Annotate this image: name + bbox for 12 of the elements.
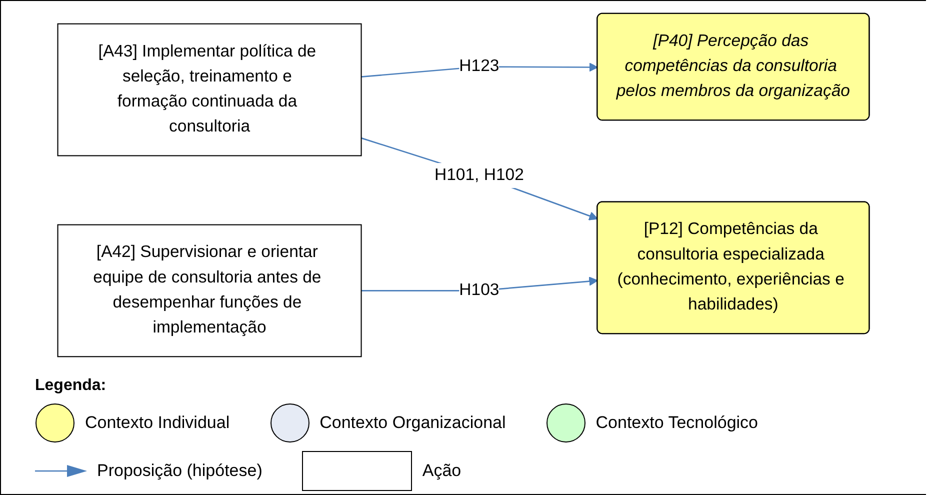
legend-text: Contexto Individual xyxy=(85,413,230,433)
edge-label: H101, H102 xyxy=(434,166,524,184)
legend-title: Legenda: xyxy=(35,377,108,395)
node-box: [A43] Implementar política de seleção, treinamento e formação continuada da consultoria xyxy=(57,23,362,156)
edge-label: H103 xyxy=(459,281,500,300)
legend-text: Contexto Tecnológico xyxy=(596,413,758,433)
legend-text: Proposição (hipótese) xyxy=(97,461,262,481)
legend-text: Contexto Organizacional xyxy=(320,413,506,433)
legend-text: Ação xyxy=(422,461,462,481)
arrow xyxy=(361,137,598,220)
edge-label: H123 xyxy=(459,57,500,76)
node-box: [A42] Supervisionar e orientar equipe de consultoria antes de desempenhar funções de implementação xyxy=(57,224,362,358)
